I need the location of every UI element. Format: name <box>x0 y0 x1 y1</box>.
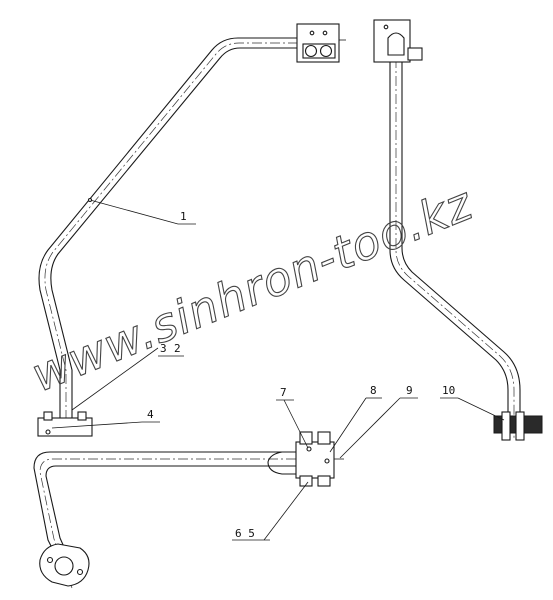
leaders <box>51 197 505 541</box>
callout-7: 7 <box>280 386 287 399</box>
callout-8: 8 <box>370 384 377 397</box>
callout-6-5: 6 5 <box>235 527 255 540</box>
watermark-text: www.sinhron-too.kz <box>24 176 480 402</box>
callout-1: 1 <box>180 210 187 223</box>
flange-bottom-left <box>39 543 90 587</box>
callout-4: 4 <box>147 408 154 421</box>
coupling-center <box>295 431 344 487</box>
callout-10: 10 <box>442 384 455 397</box>
callout-2: 2 <box>174 342 181 355</box>
flange-10 <box>493 411 543 441</box>
pipe-1 <box>38 37 299 430</box>
pipe-10 <box>389 22 521 440</box>
coupling-block-top-left <box>296 23 346 63</box>
callout-labels: 1 4 7 8 9 10 6 5 3 2 <box>147 210 455 540</box>
flange-4 <box>37 411 93 437</box>
coupling-block-top-right <box>373 19 423 63</box>
callout-9: 9 <box>406 384 413 397</box>
callout-3: 3 <box>160 342 167 355</box>
